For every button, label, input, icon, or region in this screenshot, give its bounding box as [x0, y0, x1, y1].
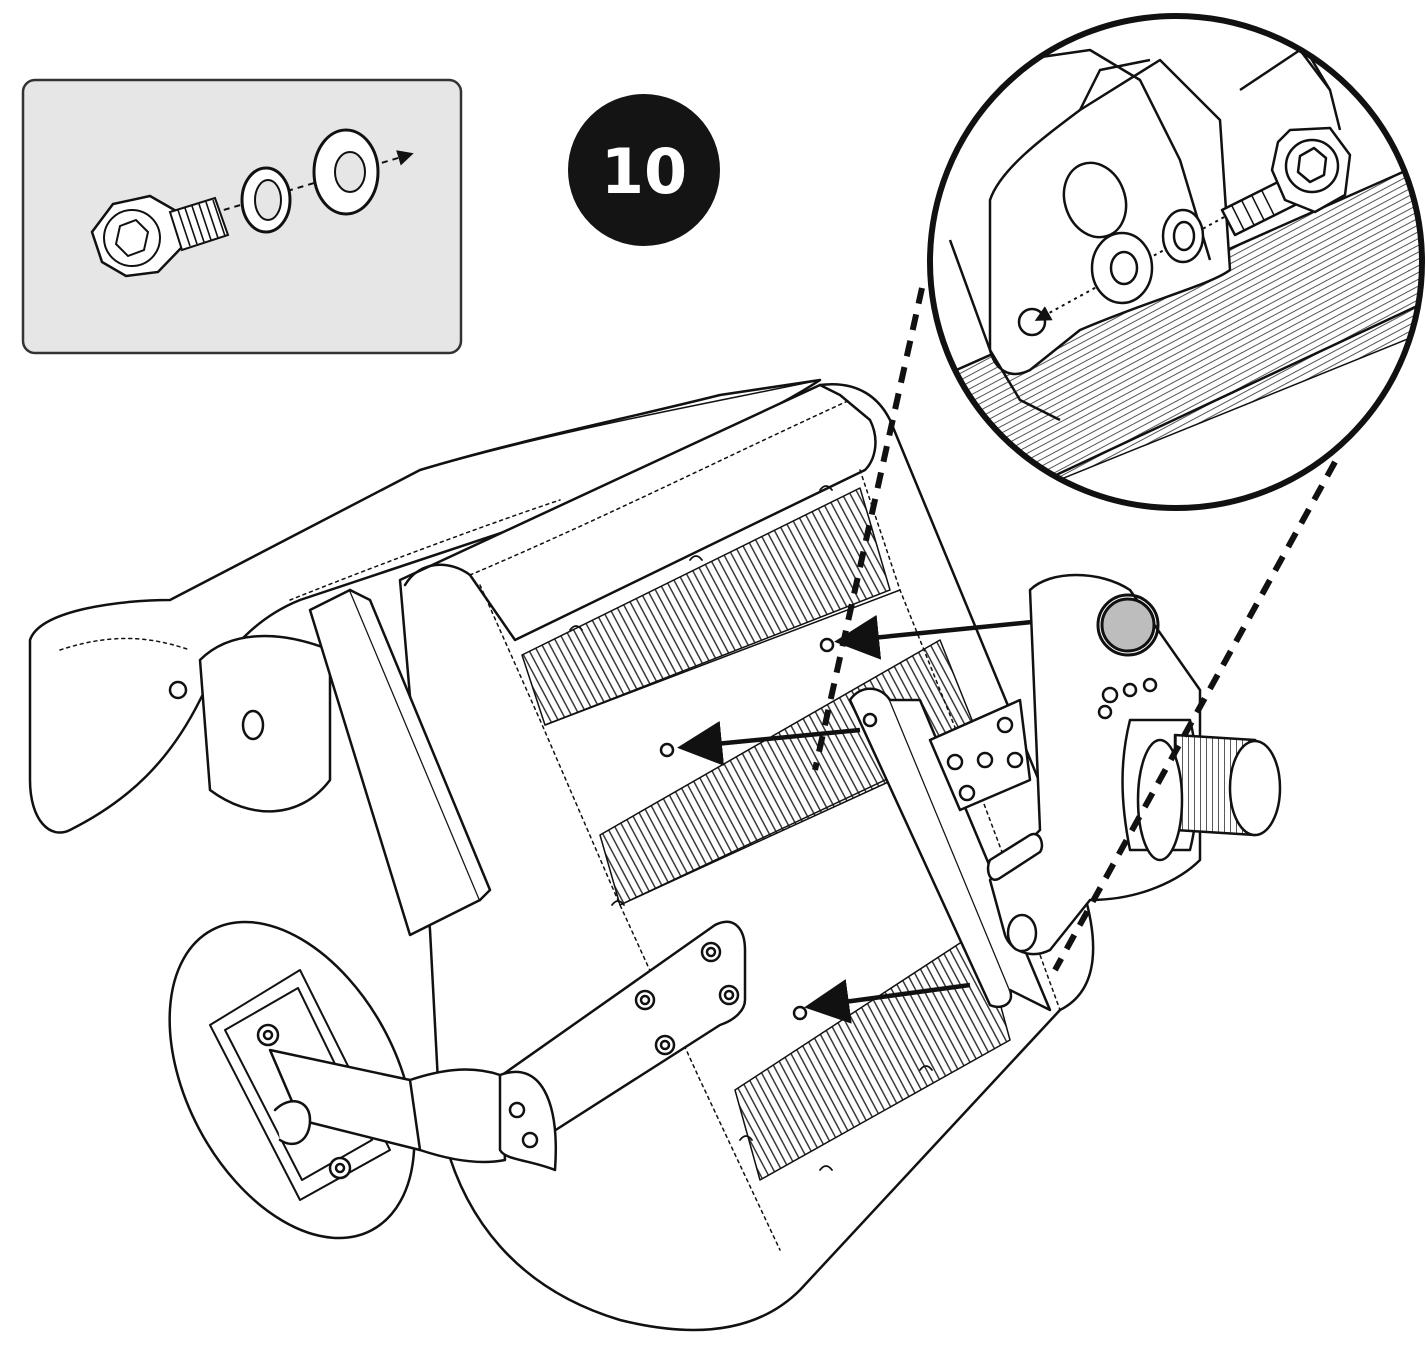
hex-flange-bolt-icon — [90, 194, 230, 278]
mount-hole-2 — [659, 742, 675, 758]
spring-lock-washer-icon — [1161, 208, 1205, 264]
arrow-upper — [834, 614, 1033, 660]
flat-washer-icon — [312, 128, 380, 216]
seat-assembly — [28, 378, 1282, 1332]
lever-knob-cap — [1100, 597, 1156, 653]
arrow-middle — [677, 720, 861, 766]
zoom-detail — [927, 13, 1425, 511]
swivel-arm — [268, 1048, 507, 1164]
arm-end-cap — [498, 1070, 557, 1172]
rear-plate-bolts — [634, 941, 740, 1056]
arrow-lower — [804, 979, 971, 1024]
mesh-strip-1 — [521, 487, 891, 726]
hardware-inset — [21, 78, 463, 355]
insert-arrows — [677, 614, 1033, 1024]
rear-plate — [493, 920, 747, 1142]
spring-lock-washer-icon — [240, 166, 292, 234]
hex-flange-bolt-icon — [1220, 126, 1352, 237]
flat-washer-icon — [1090, 231, 1154, 305]
mount-hole-1 — [819, 637, 835, 653]
left-bracket — [198, 634, 332, 813]
inset-box — [21, 78, 463, 355]
step-number: 10 — [601, 135, 687, 208]
step-number-badge: 10 — [568, 94, 720, 246]
callout-lines — [812, 287, 1338, 972]
mount-hole-3 — [792, 1005, 808, 1021]
zoom-circle-border — [927, 13, 1425, 511]
zoom-mount-hole — [1017, 307, 1047, 337]
mesh-strip-3 — [734, 929, 1011, 1181]
